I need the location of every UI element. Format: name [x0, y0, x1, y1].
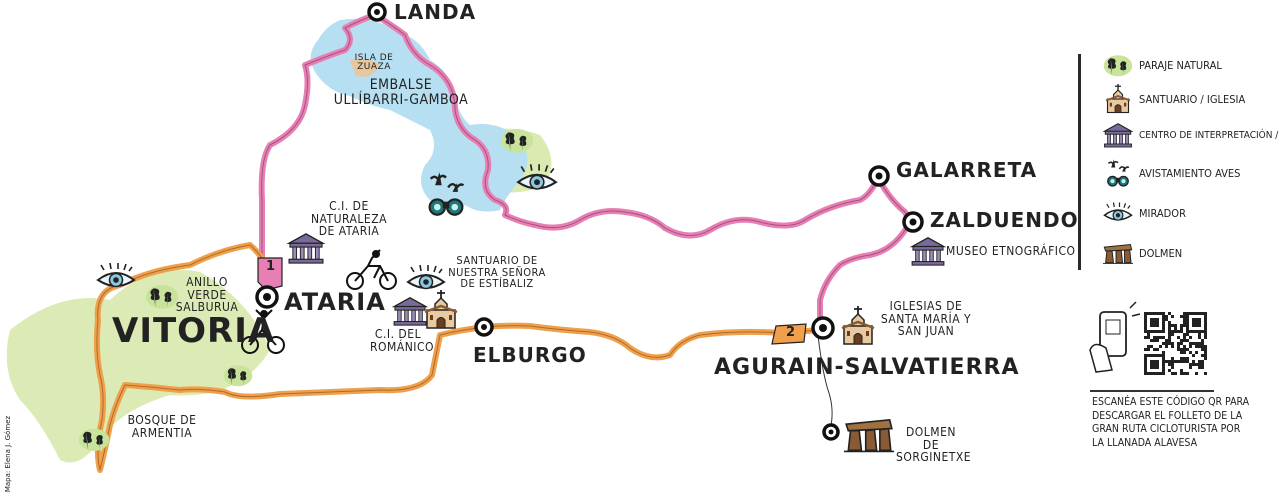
legend-item-dolmen: DOLMEN — [1103, 238, 1182, 268]
label-anillo-verde: ANILLO VERDE SALBURUA — [175, 275, 239, 315]
stage-1-number: 1 — [266, 259, 276, 274]
museum-icon — [1103, 120, 1133, 150]
church-icon — [1103, 84, 1133, 114]
museum-icon — [911, 237, 945, 266]
embalse-water — [310, 18, 528, 212]
stage-2-marker — [771, 323, 807, 345]
label-galarreta: GALARRETA — [896, 158, 1038, 182]
label-embalse: EMBALSE ULLÍBARRI-GAMBOA — [333, 77, 469, 108]
qr-code[interactable] — [1142, 310, 1209, 377]
label-ataria: ATARIA — [284, 288, 386, 316]
label-ci-ataria: C.I. DE NATURALEZA DE ATARIA — [310, 199, 388, 239]
cyclist-icon — [346, 249, 397, 290]
label-dolmen-sorginetxe: DOLMEN DE SORGINETXE — [896, 425, 972, 465]
phone-icon — [1089, 301, 1141, 373]
map-credit: Mapa: Elena J. Gómez — [4, 415, 13, 493]
dolmen-icon — [1103, 238, 1133, 268]
bird-binoculars-icon — [1103, 158, 1133, 188]
label-elburgo: ELBURGO — [473, 343, 587, 367]
eye-icon — [1103, 198, 1133, 228]
tree-icon — [500, 128, 534, 153]
legend-item-mirador: MIRADOR — [1103, 198, 1186, 228]
legend-item-aves: AVISTAMIENTO AVES — [1103, 158, 1240, 188]
label-bosque-armentia: BOSQUE DE ARMENTIA — [127, 413, 197, 440]
label-vitoria: VITORIA — [112, 311, 276, 351]
label-isla-zuaza: ISLA DE ZUAZA — [354, 53, 394, 73]
museum-icon — [288, 233, 324, 264]
label-agurain: AGURAIN-SALVATIERRA — [714, 355, 1020, 380]
eye-icon — [407, 264, 445, 290]
tree-icon — [78, 428, 110, 451]
label-santuario: SANTUARIO DE NUESTRA SEÑORA DE ESTÍBALIZ — [448, 254, 546, 291]
church-icon — [840, 305, 876, 346]
tree-icon — [1103, 50, 1133, 80]
map-legend: PARAJE NATURAL SANTUARIO / IGLESIA CENTR… — [1078, 54, 1280, 270]
cyclist-celebrating-icon — [241, 309, 285, 354]
tree-icon — [223, 365, 253, 387]
legend-item-centro: CENTRO DE INTERPRETACIÓN / MUSEO — [1103, 120, 1280, 150]
stage-2-number: 2 — [786, 325, 796, 340]
qr-instructions: ESCANÉA ESTE CÓDIGO QR PARA DESCARGAR EL… — [1092, 396, 1250, 449]
church-icon — [423, 290, 459, 330]
label-iglesias: IGLESIAS DE SANTA MARÍA Y SAN JUAN — [880, 299, 972, 339]
label-landa: LANDA — [394, 0, 477, 24]
label-museo-etnografico: MUSEO ETNOGRÁFICO — [946, 244, 1076, 258]
legend-item-paraje: PARAJE NATURAL — [1103, 50, 1222, 80]
label-zalduendo: ZALDUENDO — [930, 208, 1079, 232]
dolmen-icon — [844, 418, 894, 453]
museum-icon — [393, 297, 427, 326]
legend-item-santuario: SANTUARIO / IGLESIA — [1103, 84, 1245, 114]
qr-divider — [1090, 390, 1214, 392]
eye-icon — [97, 262, 135, 288]
label-ci-romanico: C.I. DEL ROMÁNICO — [370, 327, 434, 354]
